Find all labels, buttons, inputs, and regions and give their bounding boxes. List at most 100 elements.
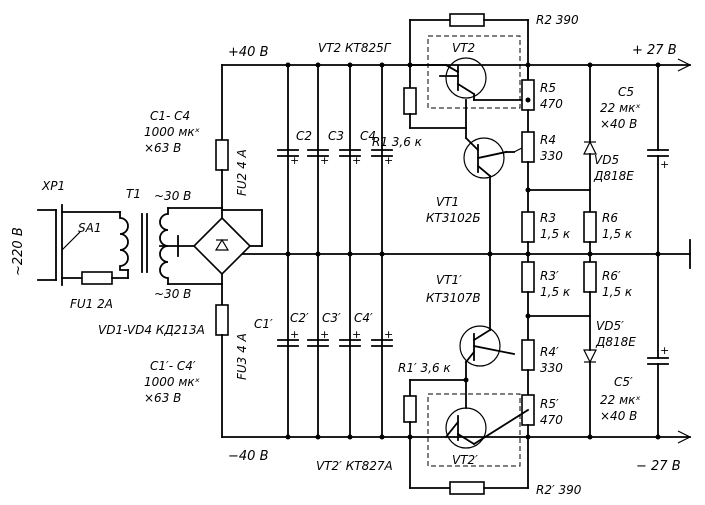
label-r6-val: 1,5 к: [602, 227, 633, 241]
label-r2: R2 390: [536, 13, 579, 27]
label-r1: R1 3,6 к: [372, 135, 423, 149]
label-r2p: R2′ 390: [536, 483, 582, 497]
label-r3p-val: 1,5 к: [540, 285, 571, 299]
svg-text:+: +: [384, 154, 393, 167]
vt2-prime-darlington-box: [427, 393, 521, 467]
label-c5-val2: ×40 В: [600, 117, 637, 131]
label-c2: С2: [296, 129, 312, 143]
labels: +40 В −40 В + 27 В − 27 В ~220 В ХР1 SA1…: [11, 13, 681, 497]
label-r1p: R1′ 3,6 к: [398, 361, 451, 375]
label-c1c4p-val2: ×63 В: [144, 391, 181, 405]
label-c2p: С2′: [290, 311, 309, 325]
label-t1: Т1: [126, 187, 141, 201]
label-r6p-name: R6′: [602, 269, 621, 283]
label-r6-name: R6: [602, 211, 618, 225]
label-fu2: FU2 4 А: [235, 149, 249, 196]
bridge-diamond: [192, 216, 252, 276]
label-ac-top: ~30 В: [154, 189, 191, 203]
label-fu1: FU1 2А: [70, 297, 113, 311]
label-minus40: −40 В: [228, 449, 269, 464]
resistor-r5: [521, 79, 535, 111]
svg-text:+: +: [660, 344, 669, 357]
label-r4p-name: R4′: [540, 345, 559, 359]
resistor-r2: [449, 13, 485, 27]
vt1-transistor: [463, 137, 505, 179]
label-vd5p: VD5′: [596, 319, 624, 333]
resistor-r4-prime: [521, 339, 535, 371]
label-xp1: ХР1: [41, 179, 65, 193]
lower-regulator: +: [403, 253, 669, 495]
label-r3p-name: R3′: [540, 269, 559, 283]
svg-text:+: +: [290, 154, 299, 167]
label-vt1p: VT1′: [436, 273, 462, 287]
label-c5p-val1: 22 мкˣ: [600, 393, 641, 407]
resistor-r1-prime: [403, 395, 417, 423]
label-r6p-val: 1,5 к: [602, 285, 633, 299]
label-c1c4-name: С1- С4: [150, 109, 190, 123]
vt2-transistor: [445, 57, 487, 99]
label-vd5: VD5: [594, 153, 619, 167]
label-vd5-type: Д818Е: [593, 169, 634, 183]
resistor-r6-prime: [583, 261, 597, 293]
resistor-r1: [403, 87, 417, 115]
label-c4p: С4′: [354, 311, 373, 325]
label-r4-name: R4: [540, 133, 556, 147]
label-c1c4p-name: С1′- С4′: [150, 359, 196, 373]
vt2-darlington-box: [427, 35, 521, 109]
label-r3-name: R3: [540, 211, 556, 225]
label-c1p: С1′: [254, 317, 273, 331]
resistor-r4: [521, 131, 535, 163]
label-vt2-type: VT2 КТ825Г: [318, 41, 392, 55]
label-fu3: FU3 4 А: [235, 333, 249, 380]
svg-text:+: +: [290, 328, 299, 341]
resistor-r6: [583, 211, 597, 243]
label-minus27: − 27 В: [636, 459, 681, 474]
label-r5p-val: 470: [540, 413, 563, 427]
label-r4-val: 330: [540, 149, 563, 163]
filter-capacitors: + + + + + + + +: [277, 62, 393, 440]
mains-input: [37, 204, 223, 286]
svg-text:+: +: [320, 154, 329, 167]
label-c5-name: С5: [618, 85, 634, 99]
label-vt2p: VT2′: [452, 453, 478, 467]
rails: [221, 58, 692, 444]
label-r5p-name: R5′: [540, 397, 559, 411]
label-vt1: VT1: [436, 195, 459, 209]
resistor-r3-prime: [521, 261, 535, 293]
label-c3p: С3′: [322, 311, 341, 325]
label-ac-bottom: ~30 В: [154, 287, 191, 301]
label-r5-val: 470: [540, 97, 563, 111]
label-r3-val: 1,5 к: [540, 227, 571, 241]
label-c5-val1: 22 мкˣ: [600, 101, 641, 115]
label-c5p-name: С5′: [614, 375, 633, 389]
label-plus40: +40 В: [228, 45, 269, 60]
label-vt1-type: КТ3102Б: [426, 211, 481, 225]
label-vt2p-type: VT2′ КТ827А: [316, 459, 393, 473]
label-vd5p-type: Д818Е: [595, 335, 636, 349]
label-c4: С4: [360, 129, 376, 143]
resistor-r2-prime: [449, 481, 485, 495]
svg-text:+: +: [384, 328, 393, 341]
label-vt1p-type: КТ3107В: [426, 291, 481, 305]
label-c1c4-val2: ×63 В: [144, 141, 181, 155]
label-r4p-val: 330: [540, 361, 563, 375]
fuse-fu3: [215, 304, 229, 336]
fuse-fu1: [81, 271, 113, 285]
vt2-prime-transistor: [445, 407, 487, 449]
label-c1c4-val1: 1000 мкˣ: [144, 125, 200, 139]
label-r5-name: R5: [540, 81, 556, 95]
svg-text:+: +: [352, 154, 361, 167]
resistor-r3: [521, 211, 535, 243]
primary-winding: [119, 211, 129, 271]
svg-text:+: +: [320, 328, 329, 341]
vt1-prime-transistor: [459, 325, 501, 367]
label-sa1: SA1: [78, 221, 101, 235]
fuse-fu2: [215, 139, 229, 171]
label-c5p-val2: ×40 В: [600, 409, 637, 423]
label-c3: С3: [328, 129, 344, 143]
upper-regulator: +: [403, 13, 669, 257]
svg-text:+: +: [660, 158, 669, 171]
svg-text:+: +: [352, 328, 361, 341]
